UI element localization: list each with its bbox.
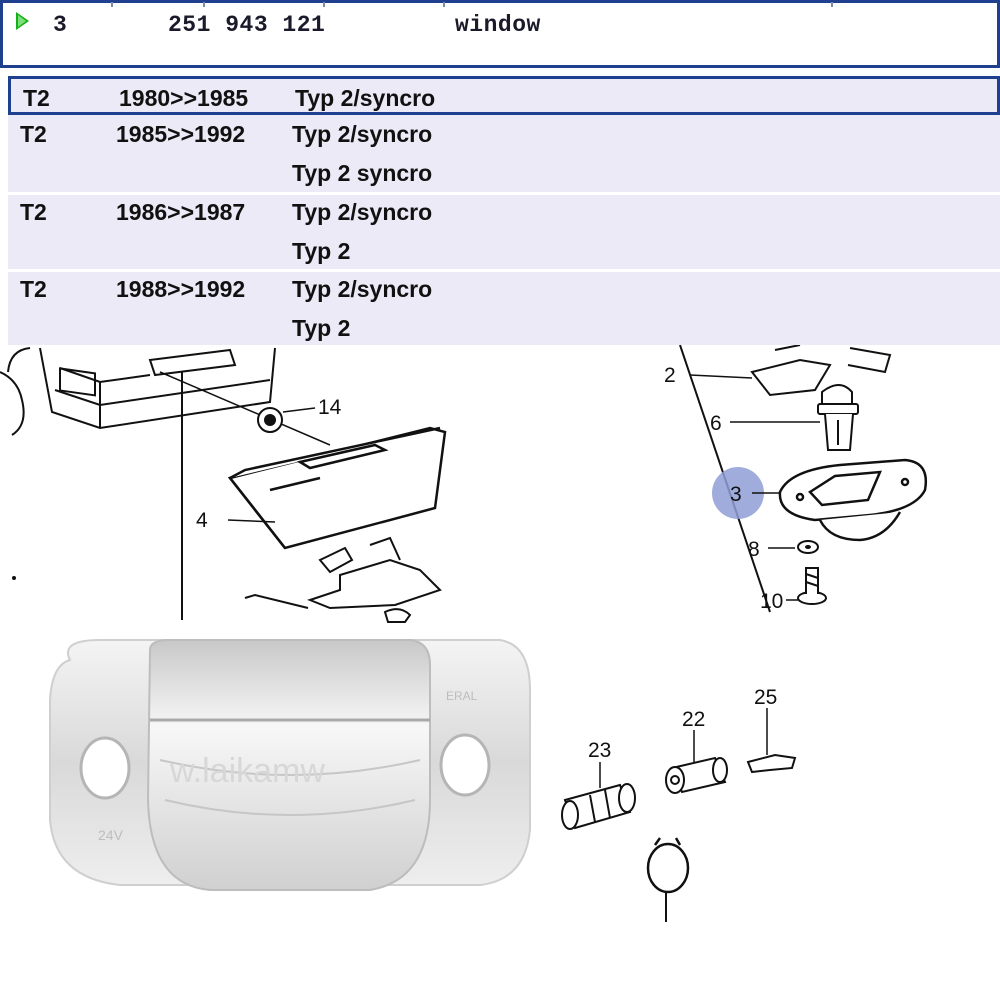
- leader-line: [227, 519, 276, 523]
- model-type: Typ 2/syncro: [292, 276, 433, 302]
- model-type: Typ 2/syncro: [295, 85, 436, 111]
- connector-part: [665, 756, 728, 794]
- mounting-bracket-part: [244, 536, 442, 623]
- row-divider: [8, 269, 1000, 272]
- highlight-marker[interactable]: [712, 467, 764, 519]
- terminal-part: [746, 753, 797, 774]
- callout-label[interactable]: 3: [730, 483, 742, 506]
- lens-product-photo: w.laikamw 24V ERAL: [49, 639, 531, 891]
- callout-label: 14: [318, 396, 342, 419]
- lens-window-part: [778, 458, 928, 542]
- clamp-part: [646, 837, 690, 894]
- model-years: 1980>>1985: [119, 85, 249, 111]
- dot-mark: [12, 576, 16, 580]
- callout-label: 23: [588, 739, 611, 762]
- row-divider: [8, 192, 1000, 195]
- column-dividers: [3, 2, 1000, 7]
- grommet-part: [257, 407, 316, 433]
- part-number: 251 943 121: [168, 12, 326, 38]
- callout-label: 10: [760, 590, 783, 613]
- model-type: Typ 2: [292, 238, 351, 264]
- washer-part: [797, 540, 819, 554]
- play-arrow-icon[interactable]: [16, 12, 29, 30]
- callout-label: 6: [710, 412, 722, 435]
- photo-mark: 24V: [98, 827, 124, 843]
- model-code: T2: [20, 199, 47, 225]
- callout-label: 8: [748, 538, 760, 561]
- leader-line: [689, 374, 753, 379]
- model-years: 1985>>1992: [116, 121, 246, 147]
- model-type: Typ 2/syncro: [292, 199, 433, 225]
- model-row[interactable]: T2 1985>>1992 Typ 2/syncro Typ 2 syncro: [8, 115, 1000, 193]
- bulb-part: [817, 384, 859, 451]
- model-type: Typ 2 syncro: [292, 160, 433, 186]
- model-code: T2: [23, 85, 50, 111]
- part-description: window: [455, 12, 541, 38]
- callout-label: 4: [196, 509, 208, 532]
- callout-label: 25: [754, 686, 777, 709]
- bracket-part: [750, 345, 892, 397]
- vehicle-rear-drawing: [0, 347, 276, 436]
- photo-mark: ERAL: [446, 689, 478, 703]
- callout-label: 2: [664, 364, 676, 387]
- lamp-housing-part: [227, 426, 447, 550]
- model-type: Typ 2/syncro: [292, 121, 433, 147]
- model-code: T2: [20, 121, 47, 147]
- photo-watermark: w.laikamw: [169, 752, 325, 790]
- model-years: 1988>>1992: [116, 276, 246, 302]
- model-row[interactable]: T2 1980>>1985 Typ 2/syncro: [8, 76, 1000, 115]
- callout-label: 22: [682, 708, 705, 731]
- model-row[interactable]: T2 1988>>1992 Typ 2/syncro Typ 2: [8, 272, 1000, 345]
- part-position: 3: [53, 12, 68, 38]
- model-type: Typ 2: [292, 315, 351, 341]
- parts-diagram: 14 4 2 6 3: [0, 345, 928, 922]
- model-row[interactable]: T2 1986>>1987 Typ 2/syncro Typ 2: [8, 195, 1000, 270]
- socket-part: [561, 783, 636, 830]
- leader-line: [159, 371, 331, 446]
- model-code: T2: [20, 276, 47, 302]
- screw-part: [797, 567, 827, 605]
- selected-part-row[interactable]: 3 251 943 121 window: [0, 0, 1000, 68]
- model-years: 1986>>1987: [116, 199, 246, 225]
